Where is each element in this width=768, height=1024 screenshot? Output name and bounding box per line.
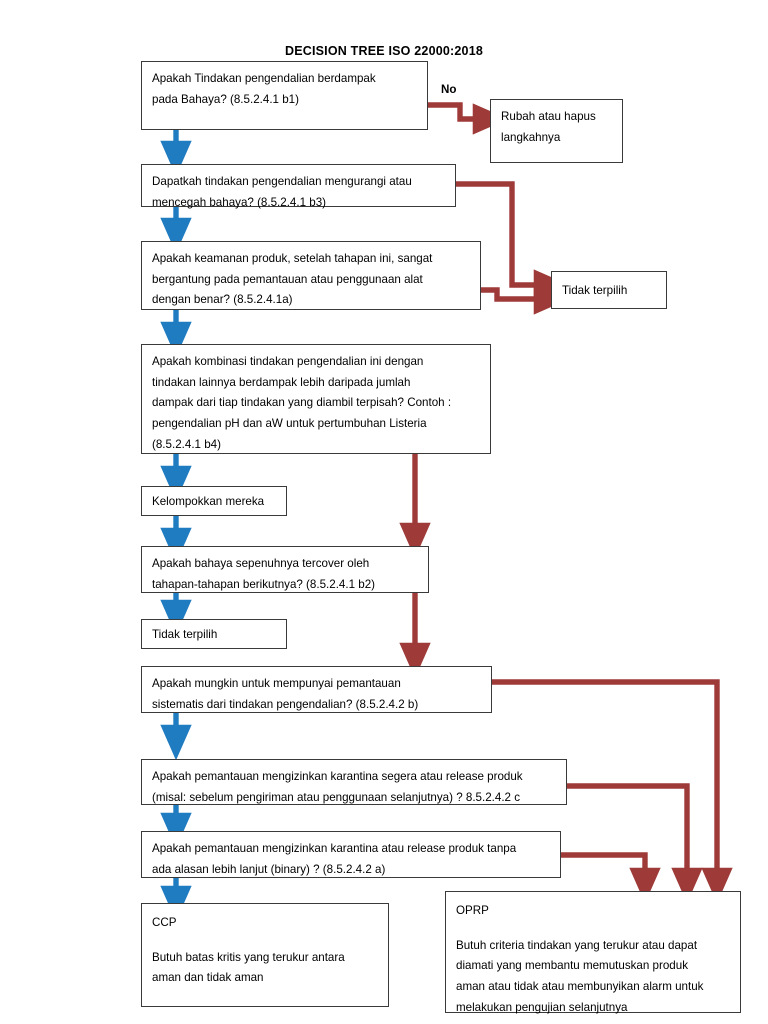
- edge-label-no: No: [441, 83, 457, 96]
- node-q1-line1: Apakah Tindakan pengendalian berdampak: [152, 72, 376, 85]
- node-q6-line2: sistematis dari tindakan pengendalian? (…: [152, 697, 419, 711]
- edge-q3-to-notselected1: [481, 283, 570, 315]
- node-not-selected-2[interactable]: Tidak terpilih: [141, 619, 287, 649]
- node-oprp-line2: diamati yang membantu memutuskan produk: [456, 959, 688, 973]
- node-modify-step[interactable]: Rubah atau hapus langkahnya: [490, 99, 623, 163]
- node-q3-line1: Apakah keamanan produk, setelah tahapan …: [152, 252, 433, 265]
- node-q4-line4: pengendalian pH dan aW untuk pertumbuhan…: [152, 416, 427, 430]
- node-q6-line1: Apakah mungkin untuk mempunyai pemantaua…: [152, 677, 401, 690]
- node-question-5[interactable]: Apakah bahaya sepenuhnya tercover oleh t…: [141, 546, 429, 593]
- node-question-4[interactable]: Apakah kombinasi tindakan pengendalian i…: [141, 344, 491, 454]
- node-group-them[interactable]: Kelompokkan mereka: [141, 486, 287, 516]
- node-q5-line1: Apakah bahaya sepenuhnya tercover oleh: [152, 557, 370, 570]
- node-group-them-label: Kelompokkan mereka: [152, 495, 265, 508]
- edge-q7-to-oprp: [567, 783, 703, 904]
- node-ccp-heading: CCP: [152, 916, 177, 929]
- node-ccp-line1: Butuh batas kritis yang terukur antara: [152, 950, 345, 964]
- node-q8-line1: Apakah pemantauan mengizinkan karantina …: [152, 842, 517, 855]
- node-q2-line2: mencegah bahaya? (8.5.2.4.1 b3): [152, 195, 327, 209]
- node-not-selected-1[interactable]: Tidak terpilih: [551, 271, 667, 309]
- oprp-spacer: [456, 922, 731, 936]
- node-oprp[interactable]: OPRP Butuh criteria tindakan yang teruku…: [445, 891, 741, 1014]
- node-q2-line1: Dapatkah tindakan pengendalian mengurang…: [152, 175, 412, 188]
- node-question-6[interactable]: Apakah mungkin untuk mempunyai pemantaua…: [141, 666, 492, 713]
- node-q7-line2: (misal: sebelum pengiriman atau pengguna…: [152, 790, 521, 804]
- node-question-7[interactable]: Apakah pemantauan mengizinkan karantina …: [141, 759, 567, 805]
- node-question-8[interactable]: Apakah pemantauan mengizinkan karantina …: [141, 831, 561, 878]
- node-q4-line3: dampak dari tiap tindakan yang diambil t…: [152, 396, 452, 410]
- edge-q8-to-oprp: [561, 852, 661, 904]
- node-question-1[interactable]: Apakah Tindakan pengendalian berdampak p…: [141, 61, 428, 130]
- node-oprp-line3: aman atau tidak atau membunyikan alarm u…: [456, 979, 704, 993]
- node-q4-line2: tindakan lainnya berdampak lebih daripad…: [152, 375, 411, 389]
- node-oprp-heading: OPRP: [456, 904, 489, 917]
- node-question-2[interactable]: Dapatkah tindakan pengendalian mengurang…: [141, 164, 456, 209]
- node-q5-line2: tahapan-tahapan berikutnya? (8.5.2.4.1 b…: [152, 577, 376, 591]
- node-q7-line1: Apakah pemantauan mengizinkan karantina …: [152, 770, 523, 783]
- node-question-3[interactable]: Apakah keamanan produk, setelah tahapan …: [141, 241, 481, 310]
- page-title: DECISION TREE ISO 22000:2018: [284, 44, 484, 58]
- node-not-selected-1-label: Tidak terpilih: [562, 284, 628, 297]
- node-modify-line2: langkahnya: [501, 130, 561, 144]
- node-oprp-line4: melakukan pengujian selanjutnya: [456, 1000, 628, 1014]
- node-q1-line2: pada Bahaya? (8.5.2.4.1 b1): [152, 92, 299, 106]
- node-q3-line2: bergantung pada pemantauan atau pengguna…: [152, 272, 423, 286]
- edge-q1-to-modify: [428, 102, 509, 135]
- node-oprp-line1: Butuh criteria tindakan yang terukur ata…: [456, 938, 698, 952]
- node-not-selected-2-label: Tidak terpilih: [152, 628, 218, 641]
- node-modify-line1: Rubah atau hapus: [501, 110, 596, 123]
- node-q8-line2: ada alasan lebih lanjut (binary) ? (8.5.…: [152, 862, 386, 876]
- ccp-spacer: [152, 934, 379, 948]
- node-q4-line1: Apakah kombinasi tindakan pengendalian i…: [152, 355, 424, 368]
- node-q4-line5: (8.5.2.4.1 b4): [152, 437, 221, 451]
- node-ccp[interactable]: CCP Butuh batas kritis yang terukur anta…: [141, 903, 389, 1007]
- node-q3-line3: dengan benar? (8.5.2.4.1a): [152, 293, 293, 307]
- node-ccp-line2: aman dan tidak aman: [152, 971, 264, 985]
